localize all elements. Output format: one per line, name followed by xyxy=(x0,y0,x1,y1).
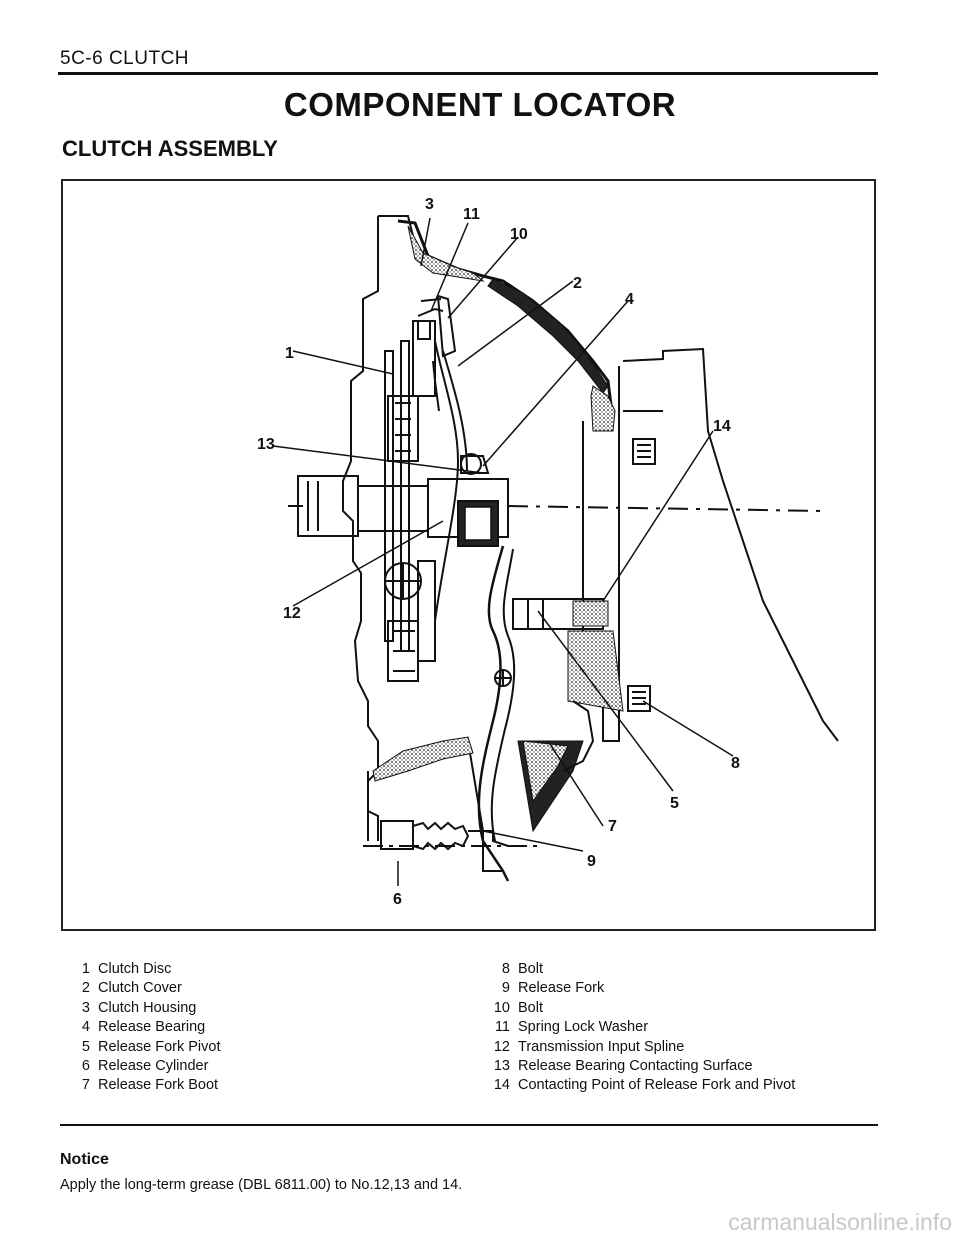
header-divider xyxy=(58,72,878,75)
callout-8: 8 xyxy=(731,755,740,772)
section-subtitle: CLUTCH ASSEMBLY xyxy=(62,136,278,161)
page-title: COMPONENT LOCATOR xyxy=(283,86,677,123)
callout-12: 12 xyxy=(283,605,301,622)
clutch-assembly-diagram: 3 11 10 2 4 1 13 14 12 8 5 7 9 6 xyxy=(61,179,876,931)
callout-7: 7 xyxy=(608,818,617,835)
callout-11: 11 xyxy=(463,206,480,223)
callout-9: 9 xyxy=(587,853,596,870)
callout-2: 2 xyxy=(573,275,582,292)
callout-3: 3 xyxy=(425,196,434,213)
callout-13: 13 xyxy=(257,436,275,453)
watermark: carmanualsonline.info xyxy=(728,1209,952,1235)
clutch-drawing xyxy=(272,215,839,886)
callout-14: 14 xyxy=(713,418,731,435)
callout-4: 4 xyxy=(625,291,634,308)
section-header: 5C-6 CLUTCH xyxy=(60,48,190,69)
notice-heading: Notice xyxy=(60,1151,109,1168)
notice-text: Apply the long-term grease (DBL 6811.00)… xyxy=(60,1177,463,1193)
callout-1: 1 xyxy=(285,345,294,362)
callout-5: 5 xyxy=(670,795,679,812)
notice-divider xyxy=(60,1124,878,1126)
callout-6: 6 xyxy=(393,891,402,908)
callout-10: 10 xyxy=(510,226,528,243)
callout-labels: 3 11 10 2 4 1 13 14 12 8 5 7 9 6 xyxy=(257,196,740,908)
